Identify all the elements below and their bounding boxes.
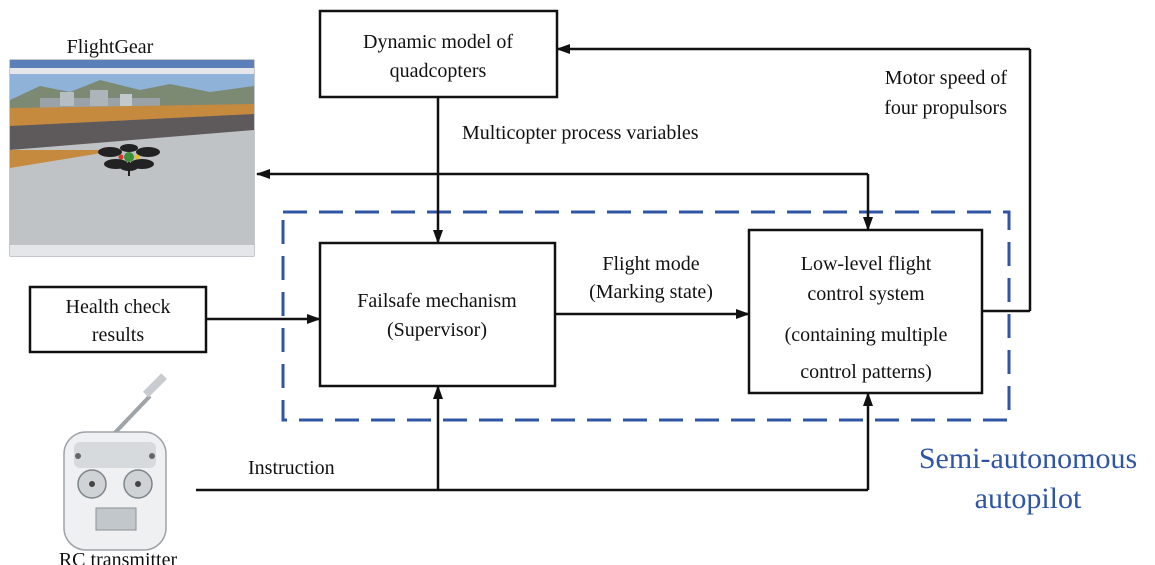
rc-transmitter-image (63, 373, 167, 551)
low-level-line-2: control system (807, 283, 925, 305)
motor-speed-label-line-2: four propulsors (884, 97, 1007, 119)
flight-mode-label-line-1: Flight mode (602, 253, 699, 275)
semi-autonomous-autopilot-region (281, 210, 1011, 422)
instruction-label: Instruction (248, 457, 335, 479)
motor-speed-label-line-1: Motor speed of (885, 67, 1008, 89)
low-level-flight-control-box: Low-level flight control system (contain… (747, 228, 984, 395)
low-level-line-4: control patterns) (800, 361, 932, 383)
failsafe-line-2: (Supervisor) (387, 319, 487, 341)
health-check-line-1: Health check (66, 296, 171, 318)
process-variables-label: Multicopter process variables (462, 122, 699, 144)
health-check-box: Health check results (28, 285, 208, 354)
failsafe-line-1: Failsafe mechanism (357, 290, 517, 312)
rc-transmitter-label: RC transmitter (59, 549, 178, 565)
flightgear-screenshot-image (9, 59, 255, 257)
dynamic-model-box: Dynamic model of quadcopters (318, 9, 559, 99)
dynamic-model-line-2: quadcopters (390, 60, 487, 82)
quadcopter-icon (98, 144, 160, 176)
semi-autonomous-label: Semi-autonomous (919, 442, 1137, 475)
low-level-line-3: (containing multiple (785, 324, 948, 346)
flightgear-label: FlightGear (67, 36, 154, 58)
autopilot-label: autopilot (975, 482, 1082, 515)
flight-mode-label-line-2: (Marking state) (589, 281, 713, 303)
low-level-line-1: Low-level flight (801, 253, 932, 275)
dynamic-model-line-1: Dynamic model of (363, 31, 513, 53)
health-check-line-2: results (92, 324, 144, 346)
failsafe-box: Failsafe mechanism (Supervisor) (318, 241, 557, 388)
